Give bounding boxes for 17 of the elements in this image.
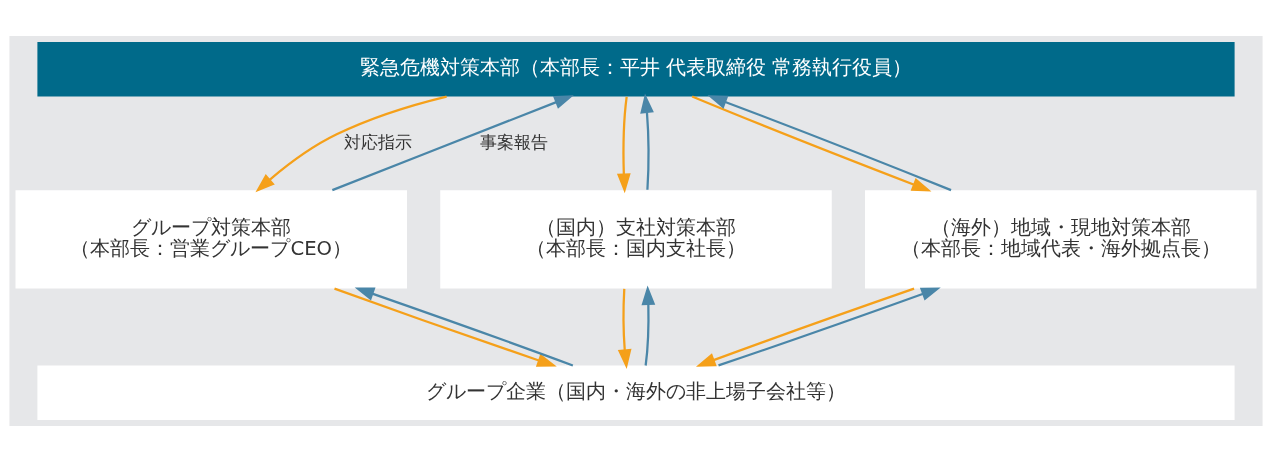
arrow: [334, 287, 557, 367]
node-box: （国内）支社対策本部 （本部長：国内支社長）: [440, 190, 832, 289]
arrow: [641, 285, 656, 366]
arrow: [616, 96, 631, 194]
node-box: （海外）地域・現地対策本部 （本部長：地域代表・海外拠点長）: [865, 190, 1257, 289]
node-box: グループ対策本部 （本部長：営業グループCEO）: [15, 190, 407, 289]
arrow: [354, 287, 574, 367]
arrow: [640, 93, 654, 190]
arrow: [718, 287, 941, 367]
node-box: グループ企業（国内・海外の非上場子会社等）: [37, 365, 1235, 420]
edge-label: 対応指示: [343, 132, 412, 152]
arrow: [695, 287, 915, 367]
edge-label: 事案報告: [479, 132, 548, 152]
arrow: [617, 288, 632, 369]
arrow: [255, 95, 447, 193]
arrow: [331, 95, 574, 192]
node-box: 緊急危機対策本部（本部長：平井 代表取締役 常務執行役員）: [37, 42, 1235, 97]
